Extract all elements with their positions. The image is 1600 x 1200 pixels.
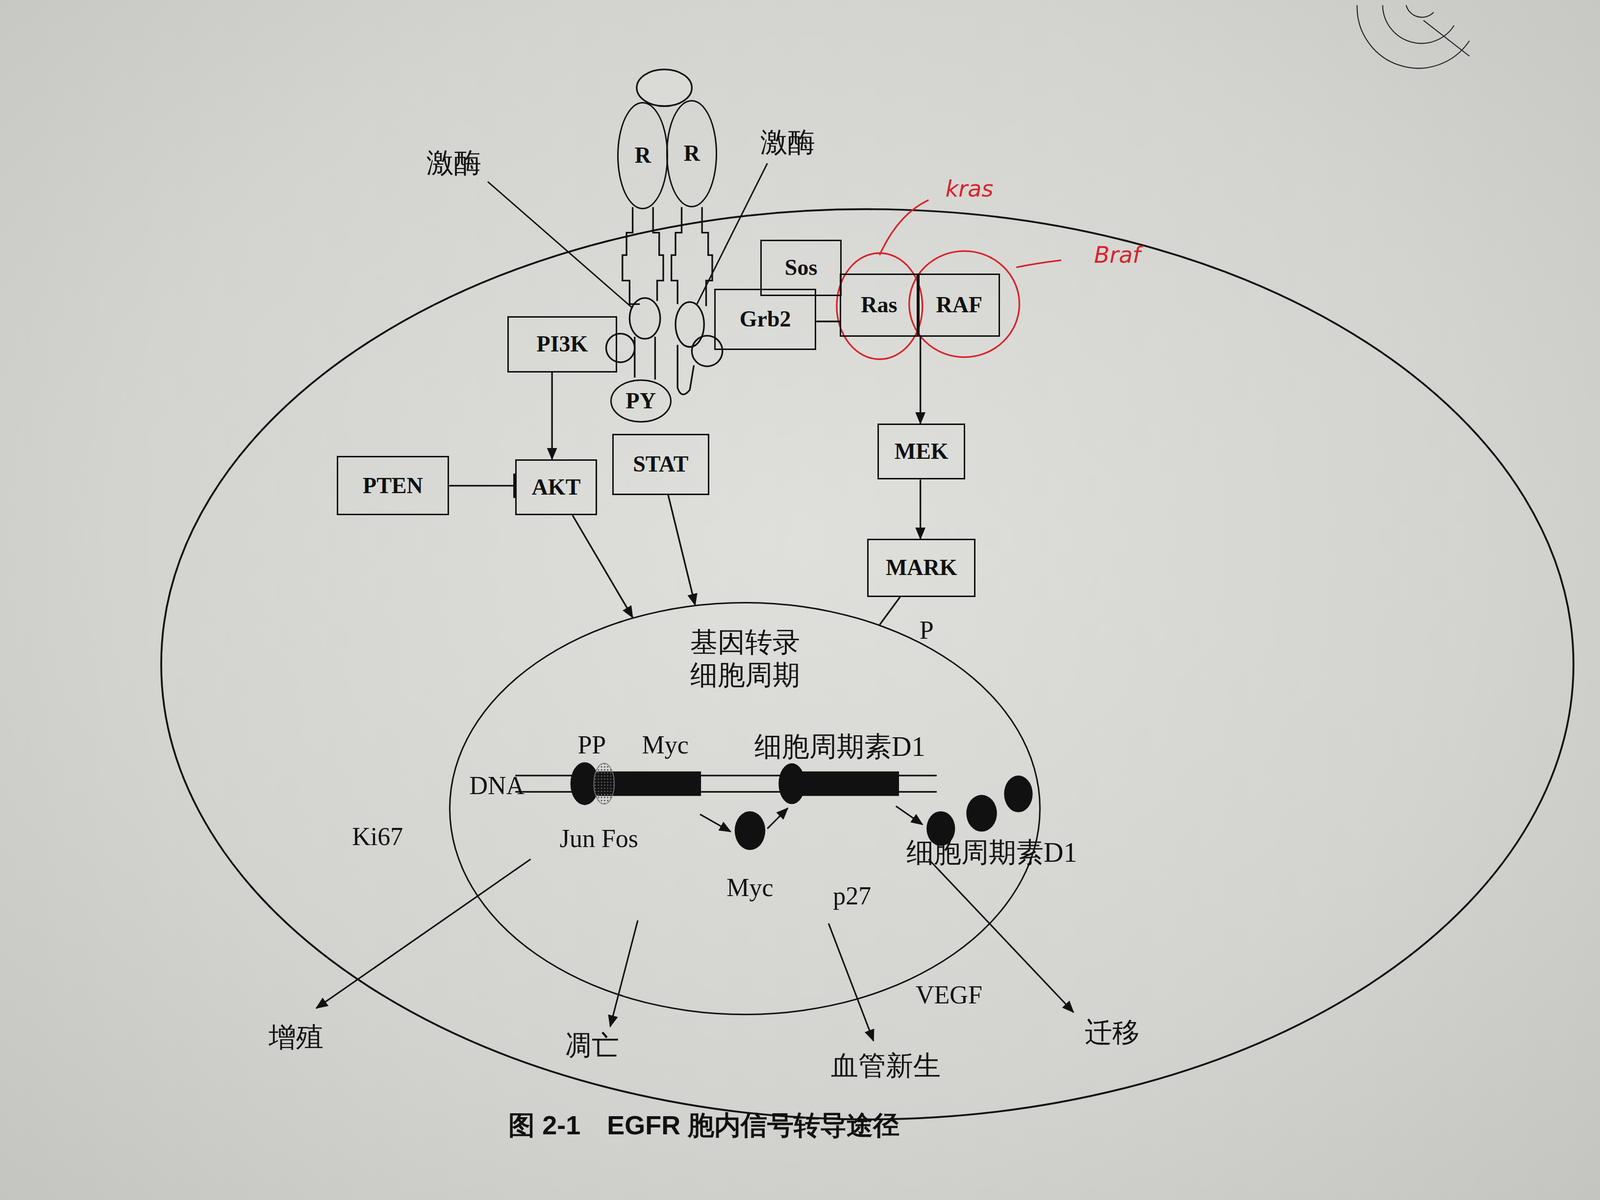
pointer-arrow <box>610 920 638 1027</box>
node-text: AKT <box>531 475 581 500</box>
nucleus-ellipse: 基因转录 细胞周期 <box>449 601 1041 1016</box>
signal-arrow <box>550 372 553 460</box>
signal-arrow <box>879 597 901 625</box>
text-label: VEGF <box>915 980 983 1009</box>
receptor <box>629 298 660 339</box>
gene-segment <box>1003 775 1033 813</box>
process-box: MEK <box>877 423 966 480</box>
inhibition-line <box>449 484 516 487</box>
text-label: 细胞周期素D1 <box>906 837 1077 869</box>
pointer-arrow <box>828 923 874 1041</box>
text-label: P <box>919 616 934 645</box>
leader-line <box>487 181 633 309</box>
node-text: PI3K <box>536 331 589 357</box>
handwritten-mark <box>909 250 1020 357</box>
text-label: Jun Fos <box>559 825 639 853</box>
node-text: MARK <box>885 555 958 581</box>
gene-segment <box>570 762 1033 850</box>
text-label: Myc <box>642 730 689 759</box>
stamp-mark <box>1357 4 1470 69</box>
process-box: AKT <box>515 459 598 516</box>
process-box: MARK <box>867 538 976 598</box>
text-label: 凋亡 <box>564 1030 620 1062</box>
receptor <box>622 207 640 305</box>
signal-arrow <box>668 495 696 606</box>
receptor <box>636 69 692 107</box>
leader-line <box>697 163 768 304</box>
cell-membrane <box>161 209 1574 1120</box>
handwritten-mark <box>879 200 929 255</box>
node-text: RAF <box>935 292 983 318</box>
node-text: Sos <box>784 255 818 281</box>
node-text: R <box>683 141 700 167</box>
stamp-mark <box>1382 4 1455 44</box>
receptor <box>634 336 656 380</box>
text-label: 细胞周期素D1 <box>754 731 925 763</box>
process-box: RAF <box>918 273 1000 337</box>
node-text: R <box>634 143 651 169</box>
handwritten-mark <box>1016 260 1062 268</box>
text-label: 激酶 <box>760 127 816 159</box>
gene-segment <box>778 763 805 804</box>
receptor <box>691 335 723 367</box>
text-label: p27 <box>832 881 872 910</box>
node-text: MEK <box>894 439 949 465</box>
text-label: PP <box>577 730 606 759</box>
oval-node: PY <box>610 379 672 423</box>
receptor <box>677 345 694 395</box>
process-box: PI3K <box>507 316 618 373</box>
receptor <box>605 333 635 363</box>
receptor <box>652 207 664 302</box>
stamp-mark <box>1405 4 1434 18</box>
leader-line <box>487 163 768 309</box>
oval-node: R <box>617 101 669 210</box>
text-label: 增殖 <box>268 1022 324 1053</box>
process-box: Grb2 <box>714 288 817 350</box>
node-text: 基因转录 细胞周期 <box>685 625 804 692</box>
text-label: 血管新生 <box>830 1051 941 1082</box>
signal-arrow <box>572 515 633 618</box>
process-box: Ras <box>839 273 919 337</box>
text-label: Myc <box>726 873 774 902</box>
signal-arrow <box>919 479 922 539</box>
figure-caption: 图 2-1 EGFR 胞内信号转导途径 <box>508 1107 900 1144</box>
handwritten-note: Braf <box>1094 242 1141 268</box>
gene-segment <box>966 795 997 832</box>
pointer-arrow <box>896 805 923 825</box>
signal-arrow <box>919 336 922 424</box>
stamp-mark <box>1357 4 1470 69</box>
node-text: PY <box>625 388 656 414</box>
receptor <box>605 69 723 395</box>
text-label: 迁移 <box>1084 1017 1140 1049</box>
receptor <box>675 301 704 348</box>
gene-segment <box>594 763 615 804</box>
pointer-arrow <box>767 808 788 829</box>
node-text: STAT <box>632 451 689 477</box>
gene-segment <box>791 771 900 797</box>
text-label: 激酶 <box>426 148 482 179</box>
pointer-arrow <box>700 814 731 832</box>
node-text: Grb2 <box>739 306 792 332</box>
pointer-arrow <box>316 859 531 1009</box>
oval-node: R <box>666 100 718 208</box>
text-label: DNA <box>469 771 525 800</box>
handwritten-mark <box>836 200 1062 360</box>
handwritten-note: kras <box>945 176 994 202</box>
receptor <box>671 207 682 305</box>
process-box: Sos <box>760 239 843 296</box>
text-label: Ki67 <box>351 822 403 851</box>
signal-arrow <box>816 320 840 323</box>
node-text: PTEN <box>362 473 424 499</box>
stamp-mark <box>1423 20 1470 57</box>
process-box: STAT <box>612 433 710 496</box>
node-text: Ras <box>860 292 898 318</box>
gene-segment <box>734 811 766 850</box>
process-box: PTEN <box>336 455 450 516</box>
